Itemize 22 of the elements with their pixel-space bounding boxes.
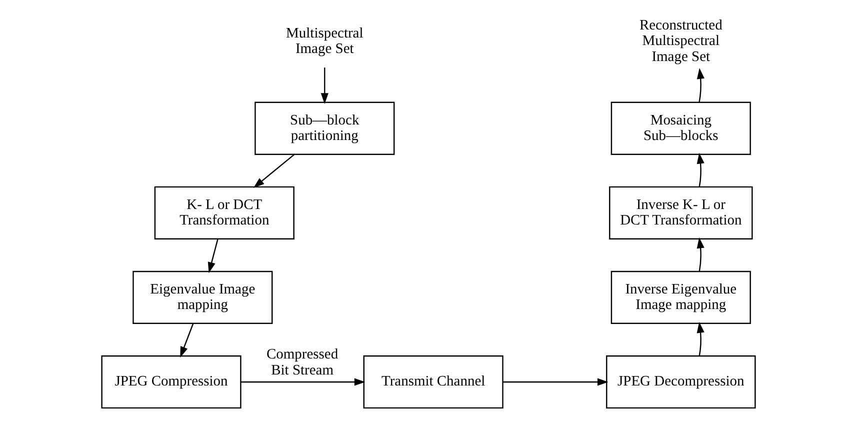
- arrow: [240, 378, 366, 386]
- node-box: Inverse K- L or DCT Transformation: [609, 186, 753, 240]
- arrow: [180, 324, 194, 358]
- node-box: Mosaicing Sub—blocks: [610, 102, 751, 155]
- node-text: Reconstructed Multispectral Image Set: [639, 17, 722, 65]
- arrow: [320, 68, 328, 104]
- node-box: JPEG Decompression: [606, 355, 756, 409]
- node-box: Eigenvalue Image mapping: [132, 270, 273, 324]
- node-text: Multispectral Image Set: [286, 25, 364, 58]
- node-box: Inverse Eigenvalue Image mapping: [610, 270, 751, 324]
- node-box: Sub—block partitioning: [254, 102, 395, 155]
- edge-label: Compressed Bit Stream: [266, 346, 338, 378]
- arrow: [253, 154, 294, 188]
- node-box: K- L or DCT Transformation: [154, 186, 294, 240]
- arrow: [696, 237, 704, 272]
- arrow: [696, 322, 704, 356]
- arrow: [502, 378, 608, 386]
- arrow: [696, 152, 704, 187]
- arrow: [696, 68, 704, 102]
- arrow: [208, 239, 218, 274]
- node-box: JPEG Compression: [101, 355, 242, 409]
- node-box: Transmit Channel: [363, 355, 504, 409]
